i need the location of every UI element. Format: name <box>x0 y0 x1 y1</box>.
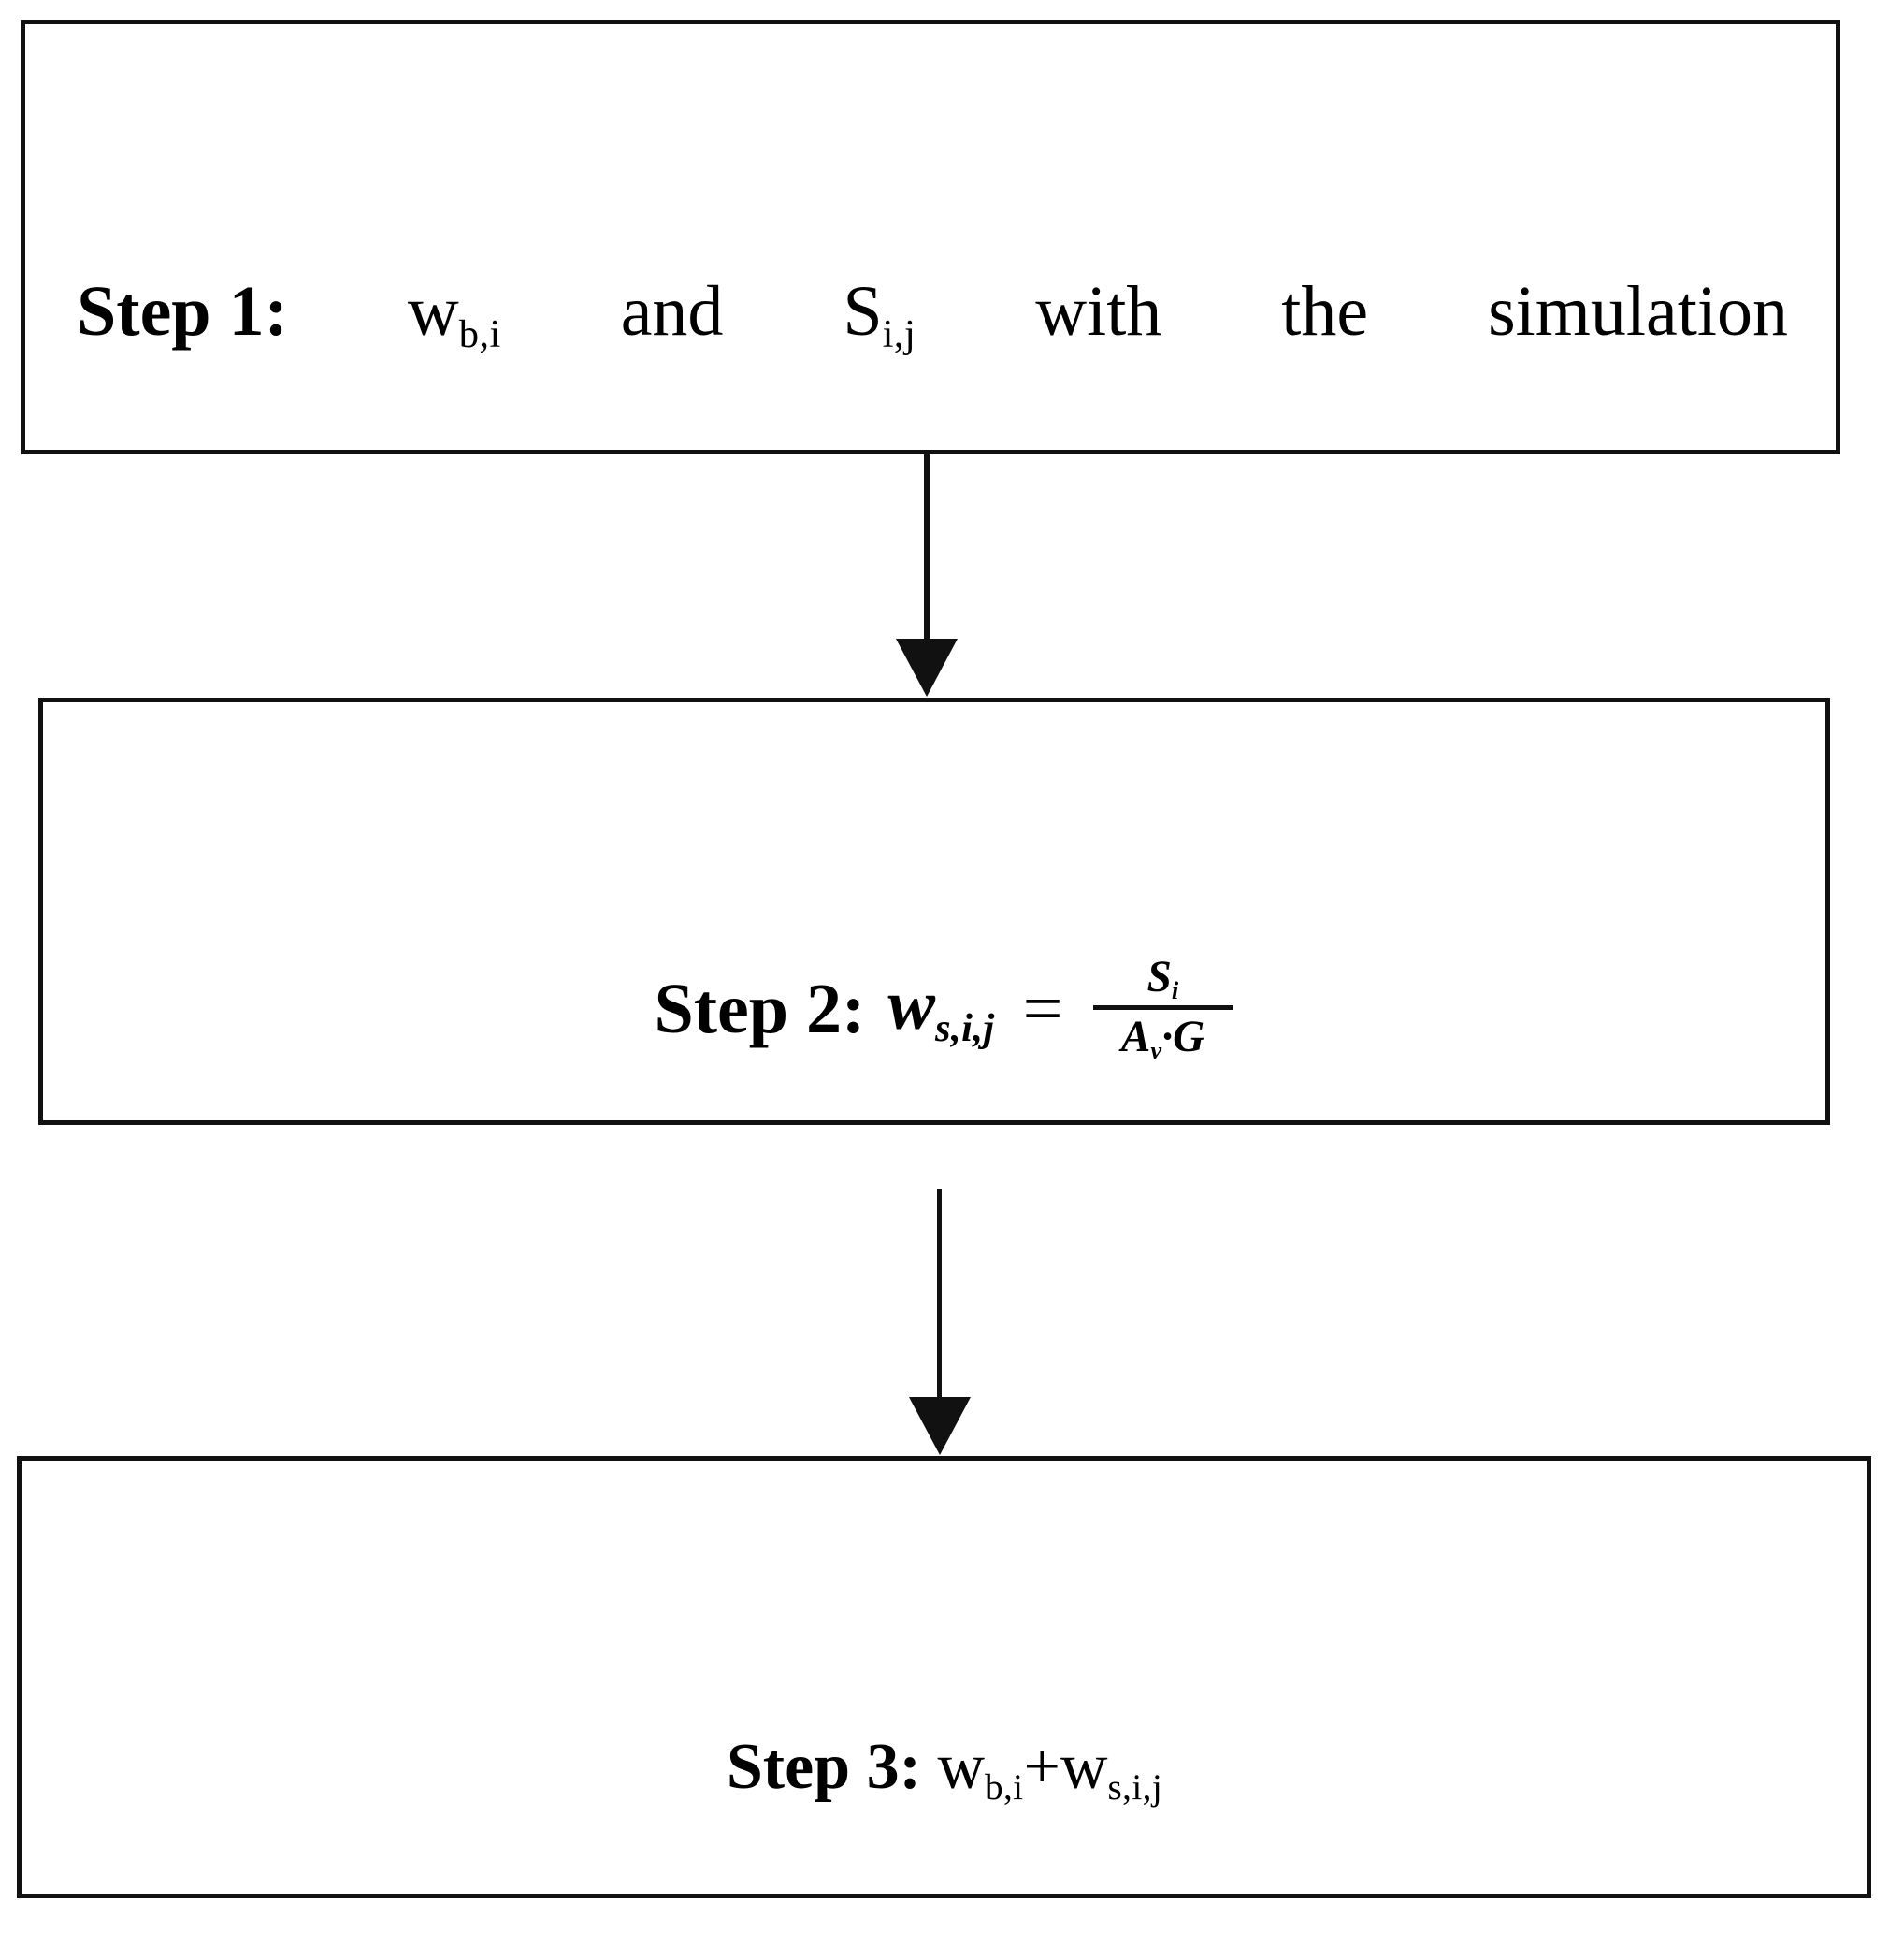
step-2-lhs-base: w <box>887 965 936 1045</box>
step-2-lhs: ws,i,j <box>887 970 994 1048</box>
step-1-variable-s: Si,j <box>843 276 916 354</box>
step-1-label: Step 1: <box>77 272 288 351</box>
step-3-term-1-base: w <box>937 1731 985 1803</box>
arrow-step1-to-step2-icon <box>0 452 1889 702</box>
step-1-variable-w: wb,i <box>408 276 501 354</box>
arrow-1-shaft <box>924 452 930 648</box>
step-1-w-subscript: b,i <box>458 311 501 356</box>
step-3-box <box>17 1456 1871 1898</box>
step-2-denominator-operator: · <box>1161 1013 1174 1062</box>
step-2-fraction-bar <box>1092 1005 1233 1011</box>
step-3-term-2: ws,i,j <box>1060 1731 1162 1806</box>
step-1-word-the: the <box>1281 272 1369 351</box>
step-3-expression: Step 3: wb,i+ws,i,j <box>727 1735 1162 1806</box>
arrow-step2-to-step3-icon <box>0 1189 1889 1463</box>
step-1-text: Step 1: wb,i and Si,j with the simulatio… <box>77 276 1788 354</box>
step-2-equals-sign: = <box>1022 969 1063 1048</box>
step-3-term-2-base: w <box>1060 1731 1108 1803</box>
step-3-term-1-subscript: b,i <box>985 1766 1024 1808</box>
step-1-word-and: and <box>620 272 724 351</box>
step-1-w-base: w <box>407 272 459 351</box>
step-2-denominator: Av·G <box>1112 1010 1214 1065</box>
step-2-numerator-subscript: i <box>1171 975 1179 1004</box>
step-3-text: Step 3: wb,i+ws,i,j <box>0 1735 1889 1806</box>
arrow-2-shaft <box>937 1189 942 1406</box>
step-3-label: Step 3: <box>726 1731 921 1803</box>
step-2-numerator: Si <box>1138 954 1189 1005</box>
step-1-box <box>21 20 1840 454</box>
step-1-s-subscript: i,j <box>882 311 916 356</box>
step-3-term-1: wb,i <box>937 1731 1023 1806</box>
step-2-box <box>38 698 1830 1125</box>
step-2-numerator-base: S <box>1146 953 1172 1002</box>
arrow-2-head <box>909 1397 971 1455</box>
step-1-word-with: with <box>1035 272 1162 351</box>
arrow-1-head <box>896 639 958 697</box>
step-2-lhs-subscript: s,i,j <box>935 1005 995 1050</box>
step-1-word-simulation: simulation <box>1488 272 1788 351</box>
step-2-fraction: Si Av·G <box>1092 954 1233 1065</box>
step-2-denominator-base: A <box>1120 1013 1151 1062</box>
step-2-text: Step 2: ws,i,j = Si Av·G <box>0 954 1889 1064</box>
step-2-equation: Step 2: ws,i,j = Si Av·G <box>654 954 1234 1064</box>
step-2-label: Step 2: <box>654 969 866 1048</box>
step-3-term-2-subscript: s,i,j <box>1107 1766 1163 1808</box>
step-3-plus-sign: + <box>1023 1731 1060 1803</box>
step-2-denominator-subscript: v <box>1150 1036 1162 1065</box>
step-1-s-base: S <box>843 272 883 351</box>
step-2-denominator-factor: G <box>1173 1013 1205 1062</box>
